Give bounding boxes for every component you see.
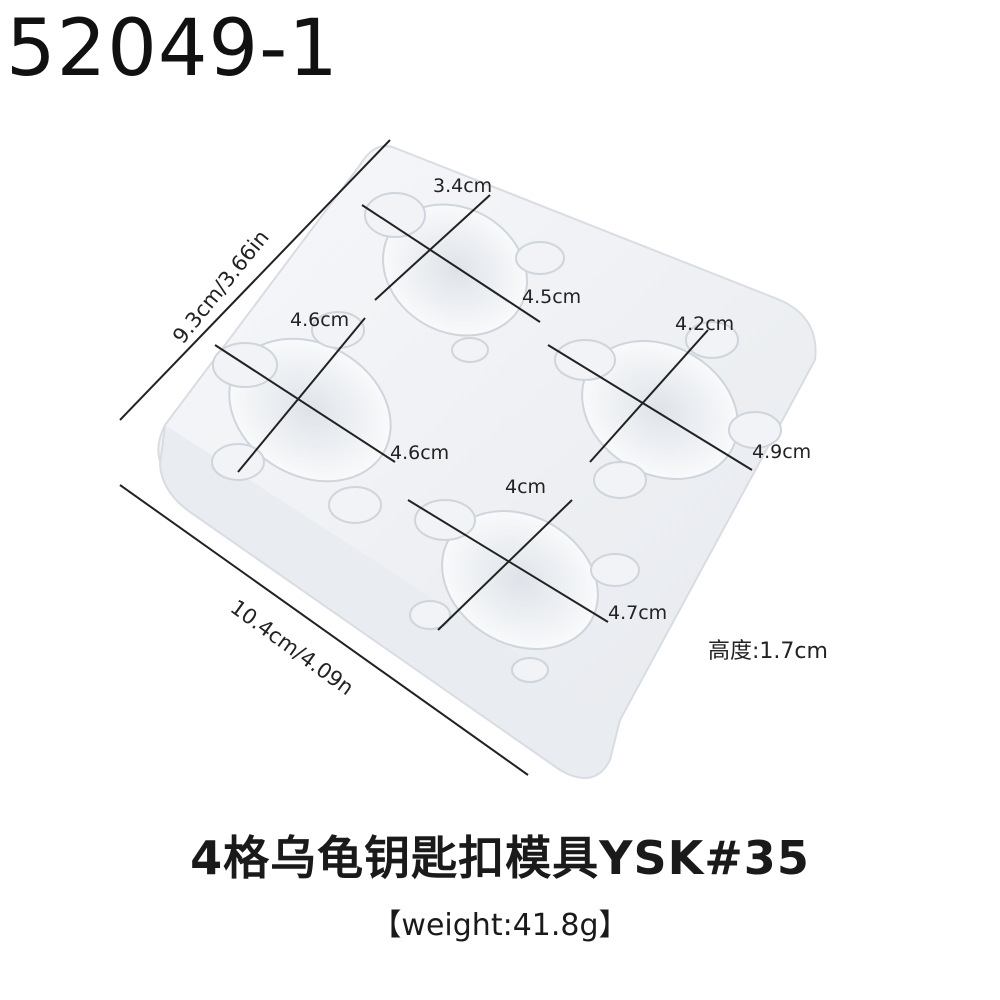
cavity-2-height: 4.6cm (390, 442, 450, 464)
cavity-2-measure-lines (214, 317, 396, 473)
cavity-3-width: 4.2cm (675, 313, 735, 335)
cavity-3-measure-lines (547, 329, 753, 471)
cavity-4-width: 4cm (505, 476, 547, 498)
cavity-2-width: 4.6cm (290, 309, 350, 331)
length-dimension-line (119, 484, 529, 776)
turtle-cavity-3 (554, 321, 782, 499)
cavity-4-height: 4.7cm (608, 602, 668, 624)
width-dimension-line (119, 139, 391, 421)
product-title: 4格乌龟钥匙扣模具YSK#35 (190, 831, 810, 885)
turtle-cavity-1 (364, 192, 565, 363)
cavity-1-height: 4.5cm (522, 286, 582, 308)
cavity-3-height: 4.9cm (752, 441, 812, 463)
cavity-1-measure-lines (361, 194, 541, 323)
product-weight: 【weight:41.8g】 (371, 908, 629, 943)
product-code: 52049-1 (6, 4, 339, 94)
cavity-4-measure-lines (407, 499, 609, 631)
height-label: 高度:1.7cm (708, 639, 828, 664)
cavity-1-width: 3.4cm (433, 175, 493, 197)
mold-body (157, 145, 817, 779)
